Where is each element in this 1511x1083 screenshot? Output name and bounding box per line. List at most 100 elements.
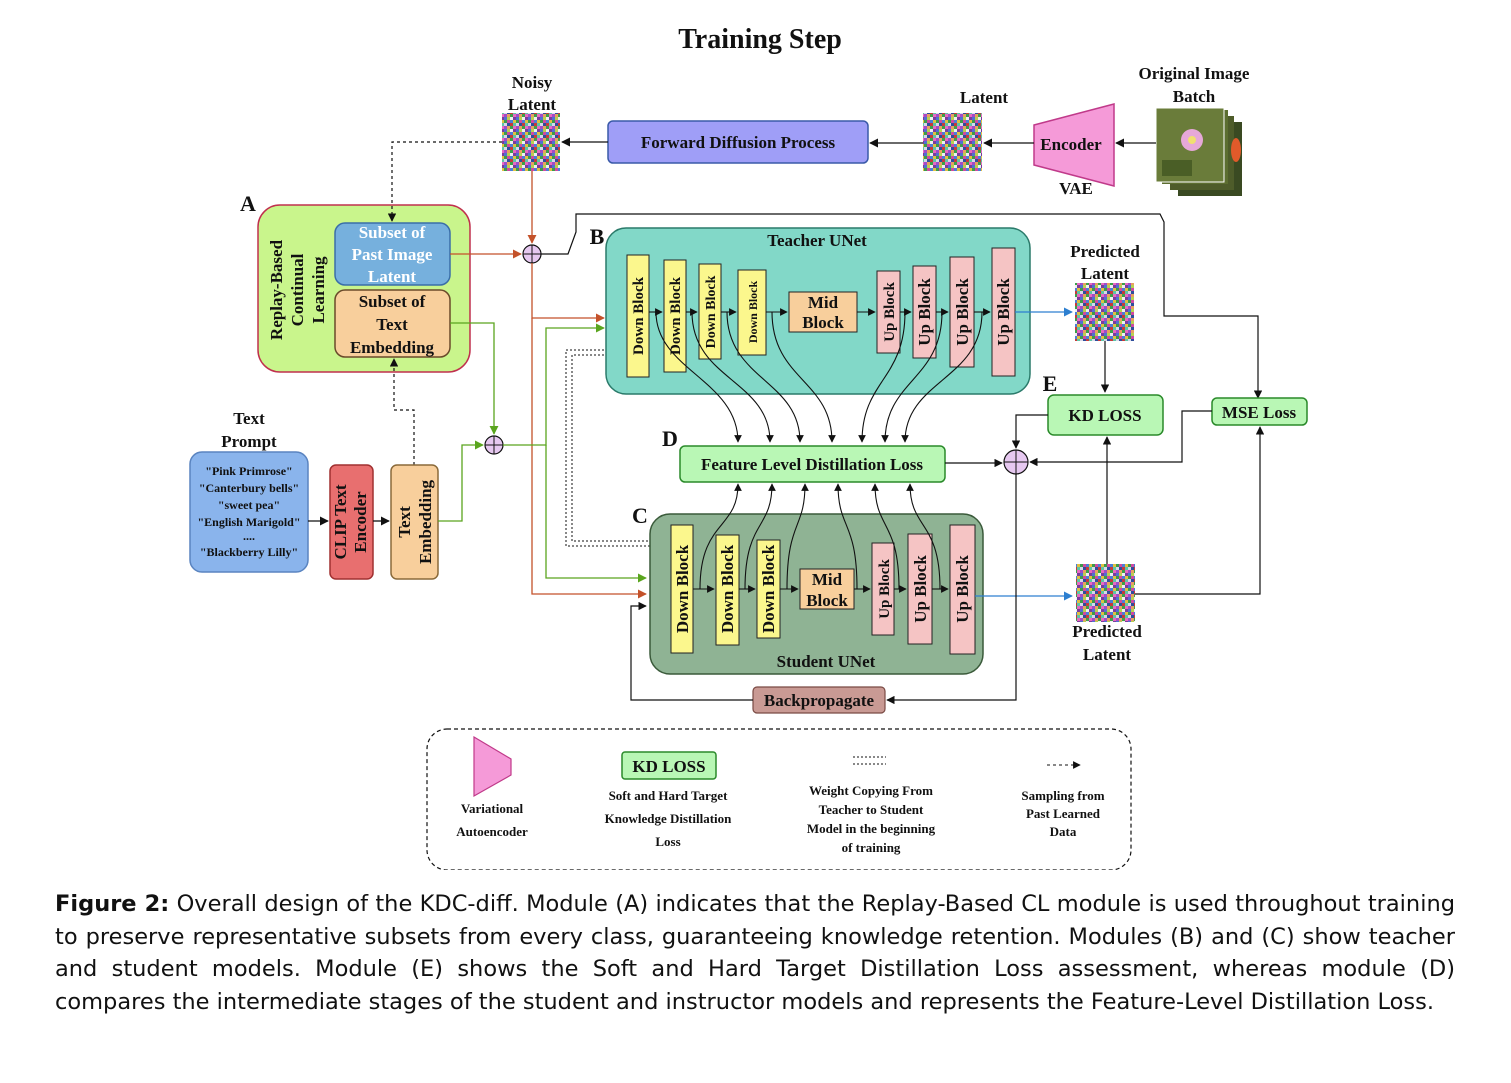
student-mid-block (799, 568, 855, 610)
training-step-diagram: Training Step Noisy Latent Forward Diffu… (189, 24, 1308, 870)
subset-image-latent-label: Past Image (352, 245, 433, 264)
subset-text-embedding-label: Text (376, 315, 408, 334)
teacher-blocks: Down Block Down Block Down Block Down Bl… (626, 247, 1016, 378)
text-prompt-box (189, 451, 309, 573)
student-predicted-latent-label: Predicted (1072, 622, 1142, 641)
noisy-latent-label: Noisy (512, 73, 553, 92)
svg-text:Mid: Mid (812, 570, 843, 589)
vae-label: VAE (1059, 179, 1093, 198)
teacher-predicted-latent-label: Latent (1081, 264, 1130, 283)
svg-text:Up Block: Up Block (953, 278, 972, 346)
svg-text:Block: Block (802, 313, 844, 332)
clip-text-encoder-box (329, 464, 374, 580)
sum-node-loss (1003, 449, 1029, 475)
forward-diffusion-label: Forward Diffusion Process (641, 133, 836, 152)
student-blocks: Down Block Down Block Down Block Mid Blo… (670, 524, 976, 655)
original-image-label: Original Image (1139, 64, 1250, 83)
prompt-item: .... (243, 529, 255, 543)
noisy-latent-label: Latent (508, 95, 557, 114)
teacher-predicted-latent-label: Predicted (1070, 242, 1140, 261)
legend-vae-icon (473, 735, 512, 798)
legend-kd-desc: Knowledge Distillation (605, 811, 733, 826)
student-feature-arrows (699, 483, 941, 590)
figure-caption: Figure 2: Overall design of the KDC-diff… (55, 888, 1455, 1018)
teacher-down-block (737, 269, 767, 356)
text-embedding-label: Embedding (416, 479, 435, 564)
prompt-item: "Pink Primrose" (205, 464, 292, 478)
backpropagate-label: Backpropagate (764, 691, 875, 710)
student-predicted-latent-image (1076, 564, 1135, 622)
legend-kd-loss-label: KD LOSS (632, 757, 705, 776)
prompt-item: "English Marigold" (197, 515, 300, 529)
text-embedding-box (390, 464, 439, 580)
svg-text:Up Block: Up Block (911, 555, 930, 623)
teacher-unet-title: Teacher UNet (767, 231, 867, 250)
latent-label: Latent (960, 88, 1009, 107)
latent-image (923, 113, 982, 171)
teacher-feature-arrows (655, 311, 983, 443)
svg-text:Down Block: Down Block (759, 544, 778, 633)
legend-kd-loss-box (621, 751, 717, 780)
replay-cl-side-label: Replay-Based Continual Learning (267, 239, 328, 340)
legend-sampling-label: Sampling from (1021, 788, 1104, 803)
subset-image-latent-label: Latent (368, 267, 417, 286)
svg-text:Down Block: Down Block (631, 276, 647, 355)
student-down-block (715, 534, 740, 646)
diagram-title: Training Step (678, 24, 842, 55)
text-embedding-label: Text (395, 506, 414, 538)
svg-text:Mid: Mid (808, 293, 839, 312)
module-a-label: A (240, 191, 256, 216)
encoder-label: Encoder (1040, 135, 1102, 154)
legend-box (426, 728, 1132, 870)
svg-text:Learning: Learning (309, 256, 328, 324)
svg-text:Up Block: Up Block (877, 559, 893, 619)
svg-text:Up Block: Up Block (953, 555, 972, 623)
text-prompt-label: Text (233, 409, 265, 428)
kd-loss-label: KD LOSS (1068, 406, 1141, 425)
legend-kd-desc: Soft and Hard Target (609, 788, 728, 803)
original-image-batch (1155, 107, 1242, 196)
teacher-up-block (949, 256, 975, 368)
student-up-block (949, 524, 976, 655)
legend-weight-copy-label: Weight Copying From (809, 783, 933, 798)
svg-text:Down Block: Down Block (704, 275, 719, 348)
legend-sampling-label: Data (1050, 824, 1077, 839)
teacher-mid-block (788, 291, 858, 333)
svg-text:Up Block: Up Block (915, 278, 934, 346)
legend-weight-copy-label: of training (842, 840, 901, 855)
teacher-down-block (663, 259, 687, 373)
legend-sampling-label: Past Learned (1026, 806, 1101, 821)
module-c-label: C (632, 503, 648, 528)
figure-caption-label: Figure 2: (55, 891, 170, 917)
student-predicted-latent-label: Latent (1083, 645, 1132, 664)
svg-text:Replay-Based: Replay-Based (267, 239, 286, 340)
legend-weight-copy-label: Model in the beginning (807, 821, 936, 836)
svg-text:Down Block: Down Block (668, 276, 684, 355)
subset-text-embedding-label: Embedding (350, 338, 435, 357)
svg-text:Down Block: Down Block (673, 544, 692, 633)
legend-vae-label: Variational (461, 801, 524, 816)
encoder-shape (1033, 103, 1115, 187)
figure-caption-text: Overall design of the KDC-diff. Module (… (55, 891, 1455, 1015)
prompt-item: "sweet pea" (218, 498, 280, 512)
module-d-label: D (662, 426, 678, 451)
sum-node-text (484, 435, 504, 455)
feature-distillation-box (679, 445, 946, 483)
svg-text:Up Block: Up Block (994, 278, 1013, 346)
sum-node-latent (522, 244, 542, 264)
svg-text:Up Block: Up Block (882, 282, 898, 342)
original-image-label: Batch (1173, 87, 1216, 106)
svg-text:Down Block: Down Block (746, 281, 760, 344)
prompt-item: "Canterbury bells" (199, 481, 299, 495)
teacher-down-block (626, 254, 650, 378)
text-prompt-label: Prompt (221, 432, 277, 451)
subset-text-embedding-label: Subset of (359, 292, 426, 311)
module-e-label: E (1043, 371, 1058, 396)
legend-weight-copy-label: Teacher to Student (819, 802, 924, 817)
svg-text:Down Block: Down Block (718, 544, 737, 633)
teacher-predicted-latent-image (1075, 283, 1134, 341)
mse-loss-label: MSE Loss (1222, 403, 1297, 422)
svg-text:Block: Block (806, 591, 848, 610)
module-b-label: B (590, 224, 605, 249)
student-unet-title: Student UNet (777, 652, 876, 671)
